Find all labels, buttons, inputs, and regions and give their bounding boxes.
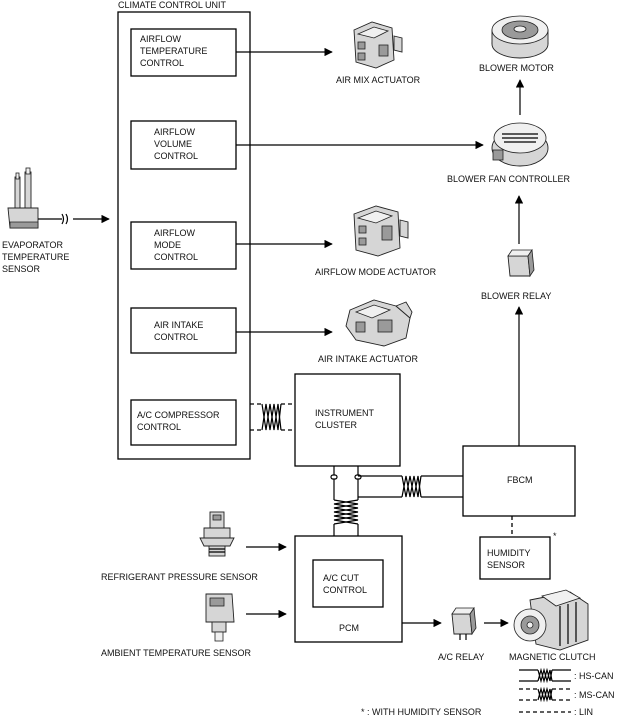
blower-motor-icon bbox=[491, 15, 549, 59]
ac-compressor-line-1: A/C COMPRESSOR bbox=[137, 410, 220, 420]
humidity-sensor-line-2: SENSOR bbox=[487, 560, 526, 570]
airflow-volume-line-2: VOLUME bbox=[154, 139, 192, 149]
ambient-temperature-sensor-label: AMBIENT TEMPERATURE SENSOR bbox=[101, 648, 252, 658]
evaporator-label-1: EVAPORATOR bbox=[2, 240, 64, 250]
airflow-temperature-line-2: TEMPERATURE bbox=[140, 46, 207, 56]
evaporator-label-2: TEMPERATURE bbox=[2, 252, 69, 262]
legend-hs-can-label: : HS-CAN bbox=[574, 671, 614, 681]
legend-hs-can-symbol bbox=[519, 667, 571, 684]
evaporator-label-3: SENSOR bbox=[2, 264, 41, 274]
air-intake-control-block: AIR INTAKE CONTROL bbox=[130, 307, 237, 354]
legend: : HS-CAN : MS-CAN : LIN bbox=[519, 667, 615, 717]
airflow-temperature-line-3: CONTROL bbox=[140, 58, 184, 68]
ambient-temperature-sensor-icon bbox=[205, 593, 235, 642]
hs-can-cluster-fbcm-link bbox=[330, 466, 463, 500]
blower-fan-controller-label: BLOWER FAN CONTROLLER bbox=[447, 174, 571, 184]
airflow-mode-line-3: CONTROL bbox=[154, 252, 198, 262]
airflow-mode-actuator-icon bbox=[353, 205, 409, 257]
legend-ms-can-symbol bbox=[519, 686, 571, 703]
ac-cut-control-box bbox=[312, 559, 384, 608]
magnetic-clutch-label: MAGNETIC CLUTCH bbox=[509, 652, 596, 662]
air-intake-control-box bbox=[130, 307, 237, 354]
pcm-block: A/C CUT CONTROL PCM bbox=[294, 535, 403, 643]
air-intake-actuator-label: AIR INTAKE ACTUATOR bbox=[318, 354, 419, 364]
fbcm-block: FBCM bbox=[462, 445, 576, 517]
pcm-label: PCM bbox=[339, 623, 359, 633]
airflow-mode-line-1: AIRFLOW bbox=[154, 228, 196, 238]
air-intake-actuator-icon bbox=[345, 299, 413, 347]
ac-relay-icon bbox=[451, 606, 477, 640]
footnote: * : WITH HUMIDITY SENSOR bbox=[361, 707, 482, 717]
ac-compressor-line-2: CONTROL bbox=[137, 422, 181, 432]
air-mix-actuator-icon bbox=[353, 21, 403, 69]
blower-relay-icon bbox=[507, 248, 535, 278]
magnetic-clutch-icon bbox=[513, 589, 589, 651]
ac-cut-line-2: CONTROL bbox=[323, 585, 367, 595]
fbcm-label: FBCM bbox=[507, 475, 533, 485]
humidity-sensor-marker: * bbox=[553, 531, 557, 541]
airflow-volume-line-1: AIRFLOW bbox=[154, 127, 196, 137]
humidity-sensor-line-1: HUMIDITY bbox=[487, 548, 531, 558]
hs-can-cluster-pcm-link bbox=[333, 499, 359, 536]
airflow-volume-line-3: CONTROL bbox=[154, 151, 198, 161]
instrument-cluster-line-2: CLUSTER bbox=[315, 420, 358, 430]
blower-motor-label: BLOWER MOTOR bbox=[479, 63, 554, 73]
airflow-temperature-control-block: AIRFLOW TEMPERATURE CONTROL bbox=[130, 28, 237, 77]
air-intake-line-1: AIR INTAKE bbox=[154, 320, 203, 330]
humidity-sensor-block: HUMIDITY SENSOR * bbox=[479, 531, 557, 580]
evaporator-sensor-icon bbox=[7, 167, 69, 229]
blower-relay-label: BLOWER RELAY bbox=[481, 291, 551, 301]
airflow-mode-control-box bbox=[130, 221, 237, 270]
ac-compressor-control-block: A/C COMPRESSOR CONTROL bbox=[130, 399, 237, 446]
airflow-mode-control-block: AIRFLOW MODE CONTROL bbox=[130, 221, 237, 270]
ms-can-ccu-cluster-link bbox=[250, 403, 295, 431]
climate-control-unit-title: CLIMATE CONTROL UNIT bbox=[118, 0, 227, 10]
humidity-sensor-box bbox=[479, 536, 551, 580]
ac-compressor-control-box bbox=[130, 399, 237, 446]
airflow-temperature-line-1: AIRFLOW bbox=[140, 34, 182, 44]
legend-ms-can-label: : MS-CAN bbox=[574, 690, 615, 700]
ac-relay-label: A/C RELAY bbox=[438, 652, 484, 662]
airflow-volume-control-block: AIRFLOW VOLUME CONTROL bbox=[130, 120, 237, 170]
airflow-mode-actuator-label: AIRFLOW MODE ACTUATOR bbox=[315, 267, 437, 277]
instrument-cluster-block: INSTRUMENT CLUSTER bbox=[294, 373, 401, 467]
blower-fan-controller-icon bbox=[491, 122, 549, 167]
airflow-temperature-control-box bbox=[130, 28, 237, 77]
refrigerant-pressure-sensor-icon bbox=[199, 511, 235, 557]
instrument-cluster-line-1: INSTRUMENT bbox=[315, 408, 374, 418]
air-intake-line-2: CONTROL bbox=[154, 332, 198, 342]
refrigerant-pressure-sensor-label: REFRIGERANT PRESSURE SENSOR bbox=[101, 572, 258, 582]
air-mix-actuator-label: AIR MIX ACTUATOR bbox=[336, 75, 421, 85]
fbcm-box bbox=[462, 445, 576, 517]
instrument-cluster-box bbox=[294, 373, 401, 467]
ac-cut-line-1: A/C CUT bbox=[323, 573, 360, 583]
legend-lin-label: : LIN bbox=[574, 707, 593, 717]
airflow-mode-line-2: MODE bbox=[154, 240, 181, 250]
